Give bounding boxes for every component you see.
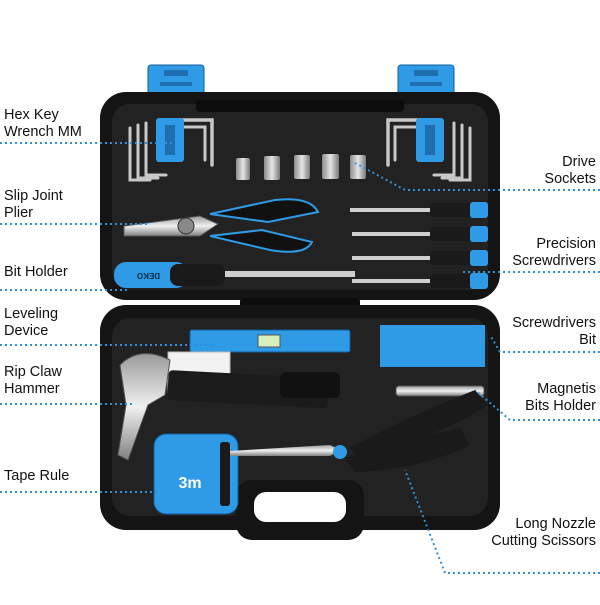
screwdriver-brand: DEKO (137, 271, 160, 280)
bit-holder-screwdriver: DEKO (114, 262, 355, 288)
label-slip-joint-plier: Slip Joint Plier (4, 188, 63, 221)
label-leveling-device: Leveling Device (4, 306, 59, 339)
long-nozzle-scissors (230, 390, 488, 472)
tape-size: 3m (178, 475, 201, 492)
label-hex-key: Hex Key Wrench MM (4, 107, 82, 140)
screwdriver-bits (380, 325, 485, 367)
magnetic-bits-holder (395, 385, 485, 397)
tape-rule: 3m (153, 433, 239, 515)
drive-sockets (236, 154, 366, 180)
hex-key-set-right (386, 118, 472, 182)
slip-joint-plier (123, 198, 320, 253)
label-tape-rule: Tape Rule (4, 468, 70, 484)
hex-key-set-left (128, 118, 214, 182)
label-magnetic-bits-holder: Magnetis Bits Holder (525, 381, 596, 414)
rip-claw-hammer (117, 353, 340, 461)
label-rip-claw-hammer: Rip Claw Hammer (4, 364, 63, 397)
label-leader-lines (0, 142, 600, 574)
label-precision-screwdrivers: Precision Screwdrivers (512, 236, 596, 269)
leveling-device (189, 329, 351, 353)
label-long-nozzle-scissors: Long Nozzle Cutting Scissors (491, 516, 596, 549)
label-drive-sockets: Drive Sockets (544, 154, 596, 187)
label-bit-holder: Bit Holder (4, 264, 68, 280)
precision-screwdrivers (350, 202, 488, 289)
label-screwdrivers-bit: Screwdrivers Bit (512, 315, 596, 348)
